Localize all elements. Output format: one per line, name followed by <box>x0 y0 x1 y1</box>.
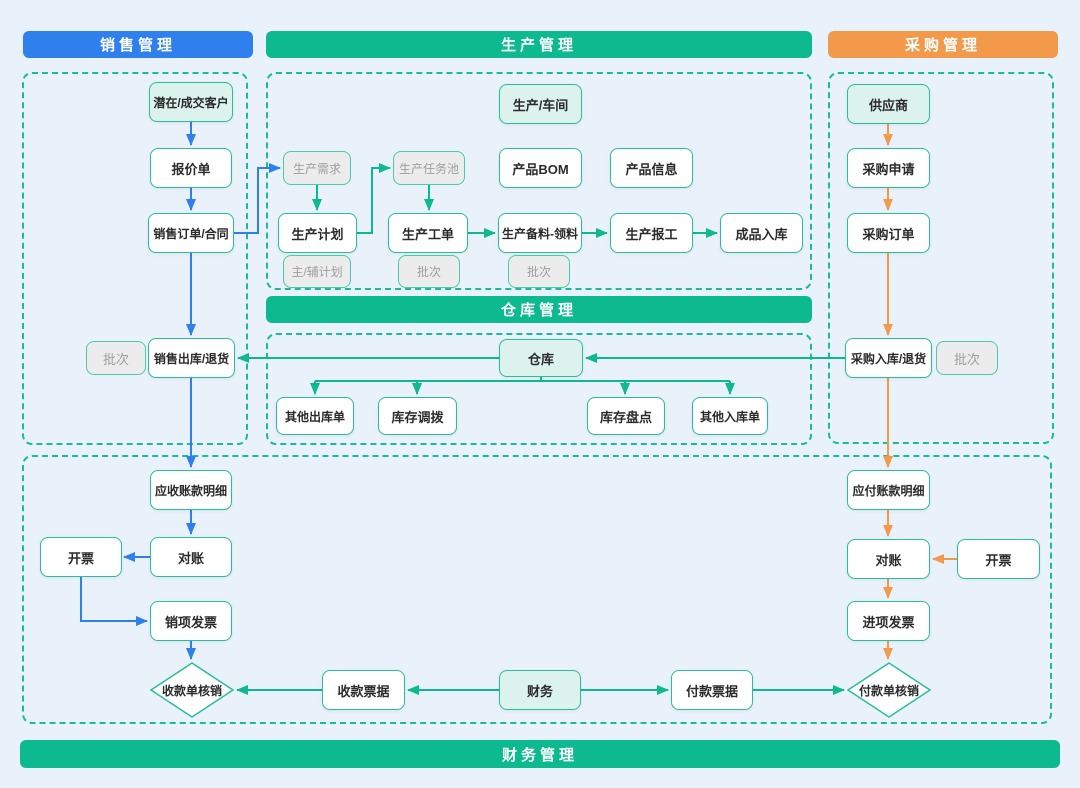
purchase-section-header: 采购管理 <box>828 31 1058 58</box>
node-production-report: 生产报工 <box>610 213 693 253</box>
node-purchase-invoice: 进项发票 <box>847 601 930 641</box>
node-reconcile-ar: 对账 <box>150 537 232 577</box>
production-section-header: 生产管理 <box>266 31 812 58</box>
node-payment-writeoff-label: 付款单核销 <box>858 683 919 698</box>
node-receivable: 应收账款明细 <box>150 470 232 510</box>
node-payable: 应付账款明细 <box>847 470 930 510</box>
node-product-bom: 产品BOM <box>499 148 582 188</box>
diamond-shape <box>847 662 931 718</box>
node-batch-material: 批次 <box>508 255 570 288</box>
node-stock-transfer: 库存调拨 <box>378 397 457 435</box>
node-purchase-order: 采购订单 <box>847 213 930 253</box>
node-quotation: 报价单 <box>150 148 232 188</box>
node-purchase-request: 采购申请 <box>847 148 930 188</box>
node-warehouse: 仓库 <box>499 339 583 377</box>
edge-plan-to-task-pool <box>357 163 391 234</box>
node-sales-invoice: 销项发票 <box>150 601 232 641</box>
node-batch-purchase: 批次 <box>936 341 998 375</box>
node-receipt-writeoff-label: 收款单核销 <box>161 683 222 698</box>
node-invoice-ap: 开票 <box>957 539 1040 579</box>
node-product-info: 产品信息 <box>610 148 693 188</box>
edge-warehouse-fanout-rail <box>315 377 730 382</box>
node-supplier: 供应商 <box>847 84 930 124</box>
node-customer: 潜在/成交客户 <box>149 82 233 122</box>
node-production-plan: 生产计划 <box>278 213 357 253</box>
node-receipt-writeoff: 收款单核销 <box>150 662 234 718</box>
node-invoice-ar: 开票 <box>40 537 122 577</box>
node-other-outbound: 其他出库单 <box>276 397 354 435</box>
node-batch-sales: 批次 <box>86 341 146 375</box>
production-zone <box>266 72 812 290</box>
finance-section-header: 财务管理 <box>20 740 1060 768</box>
node-batch-order: 批次 <box>398 255 460 288</box>
node-receipt-bill: 收款票据 <box>322 670 405 710</box>
node-finished-inbound: 成品入库 <box>720 213 803 253</box>
node-main-aux-plan: 主/辅计划 <box>283 255 351 288</box>
node-production-workshop: 生产/车间 <box>499 84 582 124</box>
node-material-prep: 生产备料-领料 <box>498 213 582 253</box>
edge-invoice-ar-to-sales-invoice <box>80 577 148 626</box>
node-production-task-pool: 生产任务池 <box>393 151 465 185</box>
node-production-order: 生产工单 <box>388 213 468 253</box>
warehouse-section-header: 仓库管理 <box>266 296 812 323</box>
diamond-shape <box>150 662 234 718</box>
sales-section-header: 销售管理 <box>23 31 253 58</box>
node-sales-outbound: 销售出库/退货 <box>148 338 235 378</box>
sales-zone <box>22 72 248 445</box>
finance-zone <box>22 455 1052 724</box>
node-payment-bill: 付款票据 <box>671 670 753 710</box>
node-finance: 财务 <box>499 670 581 710</box>
node-purchase-inbound: 采购入库/退货 <box>845 338 932 378</box>
purchase-zone <box>828 72 1054 444</box>
node-payment-writeoff: 付款单核销 <box>847 662 931 718</box>
node-reconcile-ap: 对账 <box>847 539 930 579</box>
node-stock-count: 库存盘点 <box>587 397 665 435</box>
node-production-demand: 生产需求 <box>283 151 351 185</box>
node-other-inbound: 其他入库单 <box>692 397 768 435</box>
edge-sales-order-to-production-demand <box>234 163 281 234</box>
warehouse-zone <box>266 333 812 445</box>
node-sales-order: 销售订单/合同 <box>148 213 234 253</box>
